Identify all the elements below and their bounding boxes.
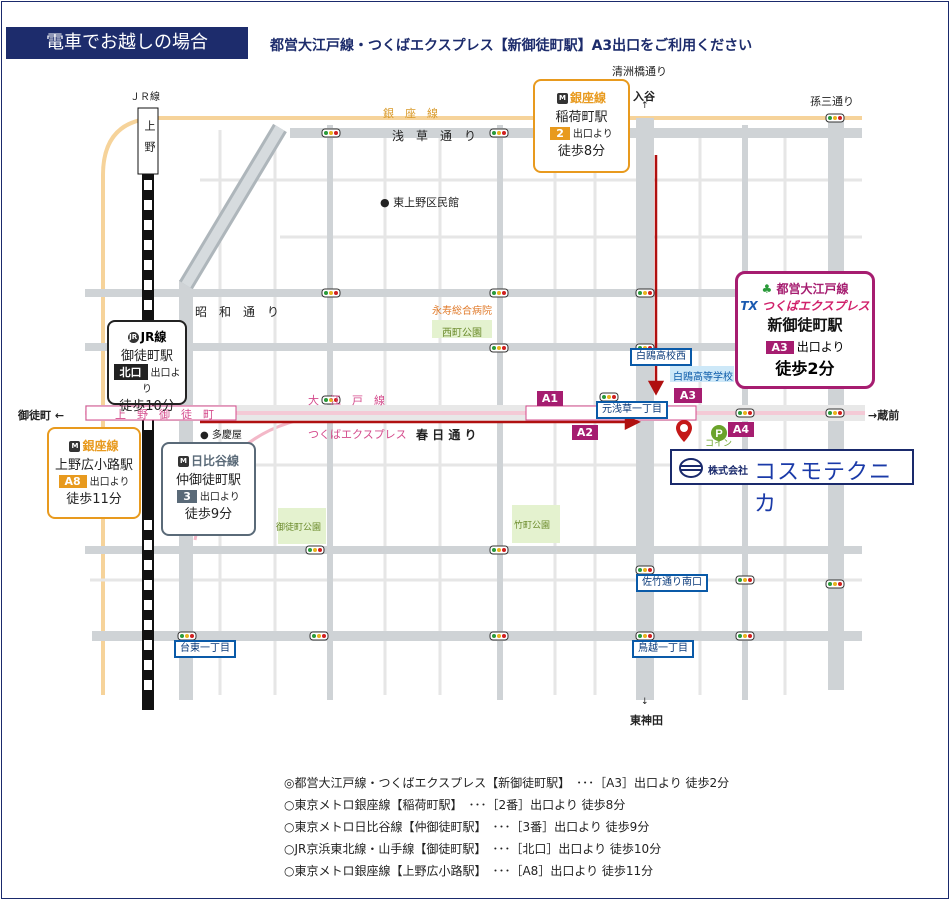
coin-parking-label: コイン xyxy=(705,439,733,449)
iriya-label: 入谷 xyxy=(633,90,655,103)
jr-line: JR線 xyxy=(140,330,167,344)
shin-okachimachi-name: 新御徒町駅 xyxy=(767,316,843,334)
okachimachi-park-label: 御徒町公園 xyxy=(276,523,322,533)
eiju-hospital-label: 永寿総合病院 xyxy=(432,306,492,317)
page-title: 電車でお越しの場合 xyxy=(6,27,248,59)
oedo-tree-icon: ♣ xyxy=(761,282,773,296)
shin-okachimachi-exit-suffix: 出口より xyxy=(796,340,845,354)
kuramae-direction: →蔵前 xyxy=(868,409,900,422)
higashi-ueno-kumin-label: ● 東上野区民館 xyxy=(380,196,460,209)
jr-line-label: ＪＲ線 xyxy=(130,92,160,103)
showa-dori-label: 昭 和 通 り xyxy=(195,305,280,319)
page-subtitle: 都営大江戸線・つくばエクスプレス【新御徒町駅】A3出口をご利用ください xyxy=(270,38,753,54)
access-legend: ◎都営大江戸線・つくばエクスプレス【新御徒町駅】 ･･･［A3］出口より 徒歩2… xyxy=(284,772,729,882)
tx-icon: TX xyxy=(740,299,758,313)
nishimachi-park-label: 西町公園 xyxy=(442,328,482,339)
walking-route xyxy=(200,155,665,431)
company-name: コスモテクニカ xyxy=(754,460,893,517)
asakusa-dori-label: 浅 草 通 り xyxy=(392,129,477,143)
metro-icon: M xyxy=(177,456,189,467)
signal-taito1: 台東一丁目 xyxy=(174,640,236,658)
company-prefix: 株式会社 xyxy=(708,466,748,477)
inaricho-line: 銀座線 xyxy=(569,91,606,105)
shin-okachimachi-line2: つくばエクスプレス xyxy=(761,299,870,313)
traffic-signals xyxy=(177,113,845,641)
jr-exit-suffix: 出口より xyxy=(142,368,181,395)
metro-icon: M xyxy=(69,441,81,452)
destination-pin-icon xyxy=(676,420,692,442)
ginza-line-label: 銀 座 線 xyxy=(383,107,438,120)
naka-okachimachi-exit-suffix: 出口より xyxy=(199,492,240,503)
metro-icon: M xyxy=(556,93,568,104)
ueno-hirokoji-walk: 徒歩11分 xyxy=(66,492,122,507)
company-box: 株式会社 コスモテクニカ xyxy=(670,449,914,517)
jr-icon: JR xyxy=(127,332,139,343)
shin-okachimachi-walk: 徒歩2分 xyxy=(775,359,835,378)
higashi-kanda-arrow: ↓ xyxy=(641,697,649,707)
nishimachi-park-area xyxy=(432,320,492,338)
jr-name: 御徒町駅 xyxy=(120,349,173,364)
kiyosubashi-label: 清洲橋通り xyxy=(612,65,667,78)
signal-torigoe: 鳥越一丁目 xyxy=(632,640,694,658)
naka-okachimachi-walk: 徒歩9分 xyxy=(184,507,233,522)
inaricho-name: 稲荷町駅 xyxy=(555,110,608,125)
higashi-kanda-label: 東神田 xyxy=(630,714,663,727)
shin-okachimachi-exit: A3 xyxy=(765,341,794,354)
parking-icon: P xyxy=(711,425,727,441)
iriya-arrow: ↑ xyxy=(641,101,649,111)
takemachi-park-label: 竹町公園 xyxy=(514,521,551,531)
signal-motoasakusa: 元浅草一丁目 xyxy=(596,401,668,419)
company-logo-icon xyxy=(679,458,703,478)
oedo-line-label: 大 江 戸 線 xyxy=(308,394,385,407)
inaricho-exit-suffix: 出口より xyxy=(572,129,613,140)
ueno-okachimachi-band xyxy=(85,405,237,421)
okachimachi-direction: 御徒町 ← xyxy=(18,409,65,422)
naka-okachimachi-line: 日比谷線 xyxy=(190,454,239,468)
legend-item: ○東京メトロ銀座線【上野広小路駅】 ･･･［A8］出口より 徒歩11分 xyxy=(284,864,654,878)
jr-walk: 徒歩10分 xyxy=(119,399,175,414)
jr-exit: 北口 xyxy=(113,364,148,380)
inaricho-walk: 徒歩8分 xyxy=(557,144,606,159)
ueno-hirokoji-exit-suffix: 出口より xyxy=(89,477,130,488)
svg-text:P: P xyxy=(715,428,722,440)
hakuo-school-area xyxy=(670,366,734,382)
signal-hakuo-nishi: 白鴎高校西 xyxy=(630,348,692,366)
legend-item: ○JR京浜東北線・山手線【御徒町駅】 ･･･［北口］出口より 徒歩10分 xyxy=(284,842,662,856)
ueno-label: 上野 xyxy=(143,120,156,162)
exit-a1-badge: A1 xyxy=(537,391,563,406)
takemachi-park-area xyxy=(512,505,560,543)
ueno-station-box xyxy=(137,107,159,175)
hakuo-school-label: 白鴎高等学校 xyxy=(673,372,733,383)
naka-okachimachi-name: 仲御徒町駅 xyxy=(175,473,241,488)
ueno-okachimachi-label: 上 野 御 徒 町 xyxy=(115,408,214,421)
kasuga-dori-label: 春 日 通 り xyxy=(416,428,477,442)
kototoi-label: 孫三通り xyxy=(810,95,854,108)
legend-item: ○東京メトロ日比谷線【仲御徒町駅】 ･･･［3番］出口より 徒歩9分 xyxy=(284,820,650,834)
shin-okachimachi-line1: 都営大江戸線 xyxy=(776,282,849,296)
naka-okachimachi-exit: 3 xyxy=(177,490,197,503)
exit-a4-badge: A4 xyxy=(728,422,754,437)
tsukuba-express-label: つくばエクスプレス xyxy=(308,428,407,441)
ueno-hirokoji-line: 銀座線 xyxy=(82,439,119,453)
legend-item: ○東京メトロ銀座線【稲荷町駅】 ･･･［2番］出口より 徒歩8分 xyxy=(284,798,626,812)
tamaya-label: ● 多慶屋 xyxy=(200,430,242,441)
okachimachi-park-area xyxy=(278,508,326,544)
ueno-hirokoji-exit: A8 xyxy=(58,475,87,488)
legend-item: ◎都営大江戸線・つくばエクスプレス【新御徒町駅】 ･･･［A3］出口より 徒歩2… xyxy=(284,776,730,790)
signal-satake: 佐竹通り南口 xyxy=(636,574,708,592)
exit-a2-badge: A2 xyxy=(572,425,598,440)
inaricho-exit: 2 xyxy=(550,127,570,140)
exit-a3-badge: A3 xyxy=(674,388,702,403)
ueno-hirokoji-name: 上野広小路駅 xyxy=(54,458,133,473)
